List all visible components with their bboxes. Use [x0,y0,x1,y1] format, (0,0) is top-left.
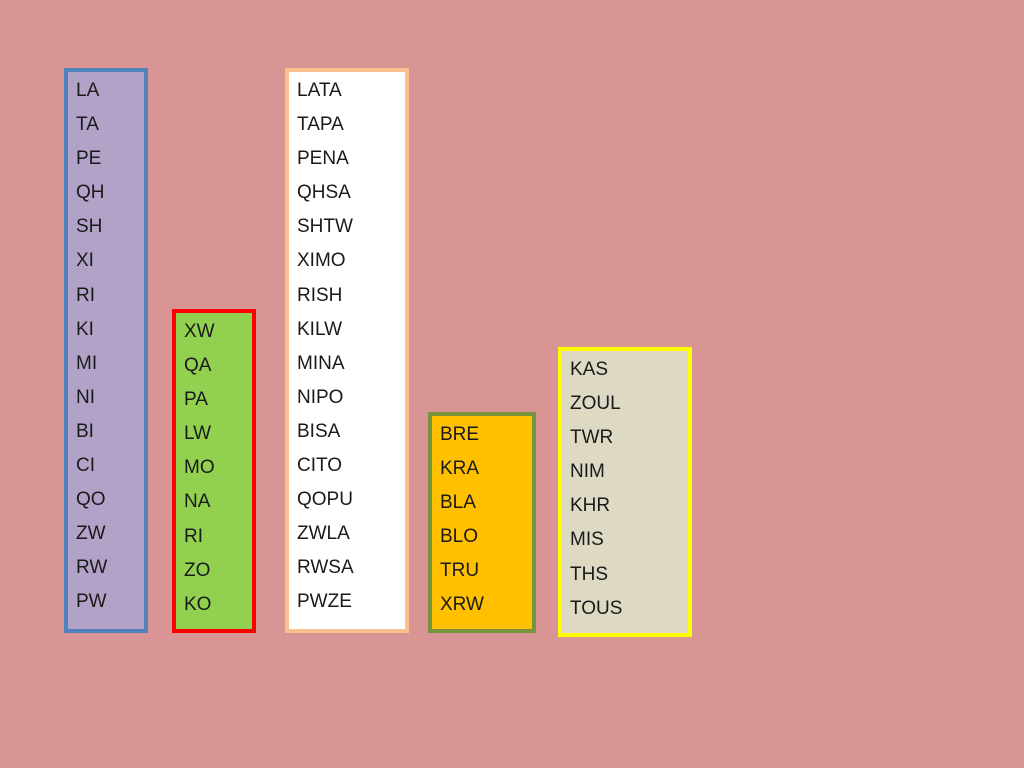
list-item: ZWLA [297,523,350,545]
list-item: MIS [570,529,604,551]
list-item: PWZE [297,591,352,613]
list-item: PA [184,389,208,411]
list-item: LW [184,423,212,445]
list-item: KILW [297,318,343,340]
list-item: QOPU [297,489,353,511]
list-item: XIMO [297,250,346,272]
list-item: CI [76,455,95,477]
list-item: PW [76,591,107,613]
list-item: XI [76,250,94,272]
list-item: RI [184,525,203,547]
list-item: KHR [570,495,611,517]
list-item: BLO [440,526,479,548]
list-item: NIPO [297,386,344,408]
word-list-5: KAS ZOUL TWR NIM KHR MIS THS TOUS [570,357,688,630]
list-item: LATA [297,80,342,101]
word-list-4: BRE KRA BLA BLO TRU XRW [440,422,532,627]
list-item: TOUS [570,597,623,619]
list-item: PENA [297,148,349,170]
list-item: KI [76,318,94,340]
list-item: NIM [570,461,605,483]
list-item: TA [76,114,99,136]
list-item: RWSA [297,557,354,579]
list-item: KO [184,593,212,615]
list-item: KRA [440,458,480,480]
list-item: MINA [297,352,345,374]
list-item: SH [76,216,103,238]
word-column-5: KAS ZOUL TWR NIM KHR MIS THS TOUS [558,347,692,637]
list-item: RW [76,557,108,579]
list-item: LA [76,80,100,101]
word-list-1: LA TA PE QH SH XI RI KI MI NI BI CI QO ZW RW PW [76,78,144,624]
list-item: TAPA [297,114,344,136]
list-item: NA [184,491,211,513]
list-item: RISH [297,284,343,306]
syllable-column-4: BRE KRA BLA BLO TRU XRW [428,412,536,633]
word-list-3: LATA TAPA PENA QHSA SHTW XIMO RISH KILW MINA NIPO… [297,78,405,624]
list-item: RI [76,284,95,306]
list-item: XRW [440,594,484,616]
word-column-3: LATA TAPA PENA QHSA SHTW XIMO RISH KILW MINA NIPO… [285,68,409,633]
list-item: QO [76,489,106,511]
list-item: PE [76,148,102,170]
list-item: THS [570,563,608,585]
list-item: NI [76,386,95,408]
list-item: MO [184,457,215,479]
syllable-column-2: XW QA PA LW MO NA RI ZO KO [172,309,256,633]
list-item: XW [184,321,215,342]
list-item: BISA [297,420,341,442]
list-item: KAS [570,359,609,380]
list-item: QHSA [297,182,351,204]
word-list-2: XW QA PA LW MO NA RI ZO KO [184,319,252,626]
list-item: CITO [297,455,343,477]
list-item: ZO [184,559,211,581]
list-item: BRE [440,424,480,445]
list-item: MI [76,352,98,374]
list-item: QH [76,182,105,204]
list-item: ZW [76,523,106,545]
list-item: TRU [440,560,480,582]
syllable-column-1: LA TA PE QH SH XI RI KI MI NI BI CI QO ZW RW PW [64,68,148,633]
list-item: BI [76,420,94,442]
list-item: ZOUL [570,393,621,415]
list-item: BLA [440,492,476,514]
list-item: SHTW [297,216,353,238]
list-item: QA [184,355,212,377]
list-item: TWR [570,427,614,449]
